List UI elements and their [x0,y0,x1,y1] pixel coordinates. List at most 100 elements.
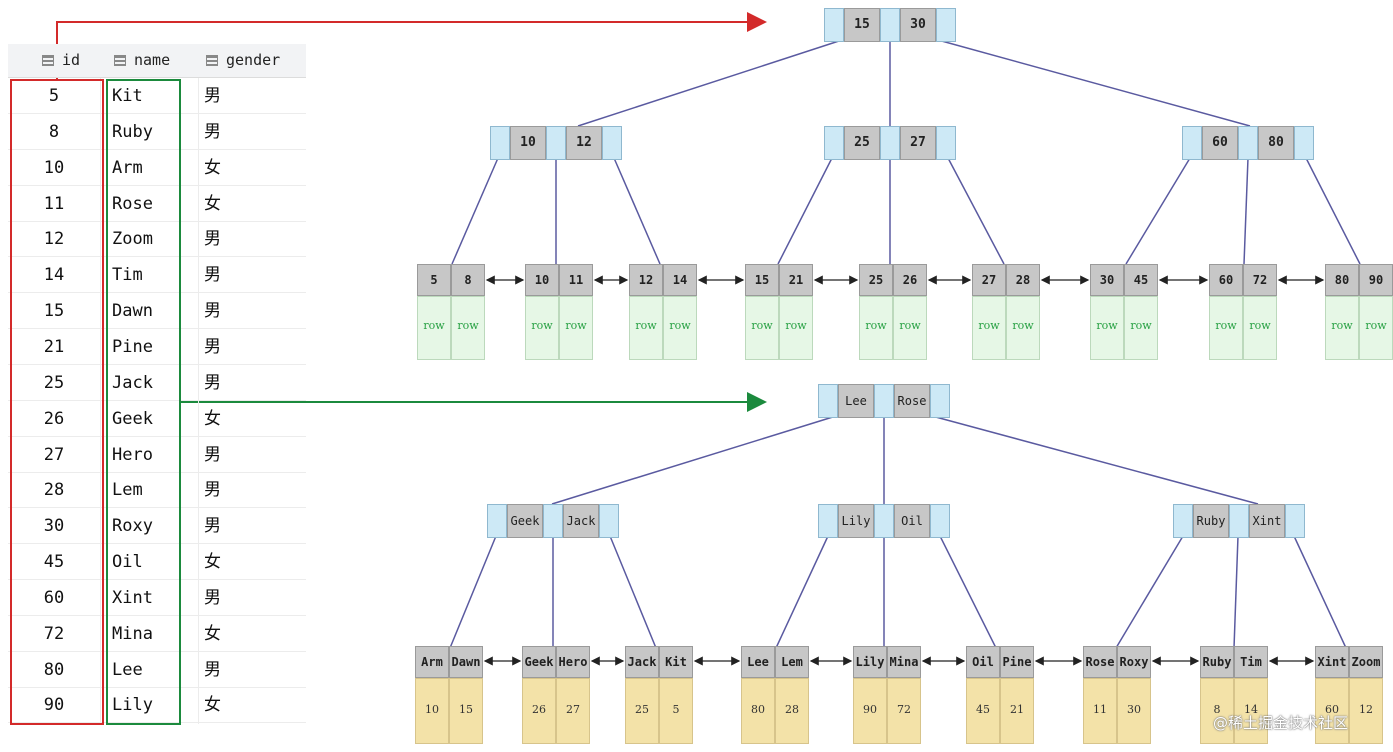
leaf-key: 30 [1090,264,1124,296]
column-header-label: id [62,51,81,69]
cell-gender: 男 [204,336,221,357]
leaf-row-data: row [629,296,663,360]
secondary-internal-node: Lily Oil [818,504,950,538]
leaf-key: 28 [1006,264,1040,296]
cell-gender: 女 [204,157,221,178]
cell-name: Dawn [112,301,153,322]
column-header-gender[interactable]: gender [198,44,306,78]
node-key: 15 [844,8,880,42]
leaf-key: Mina [887,646,921,678]
leaf-primary-key: 5 [659,678,693,744]
leaf-key: Tim [1234,646,1268,678]
cell-name: Lem [112,480,143,501]
cell-name: Kit [112,86,143,106]
node-pointer [874,384,894,418]
cell-gender: 男 [204,121,221,142]
node-pointer [1182,126,1202,160]
leaf-row-data: row [859,296,893,360]
node-pointer [599,504,619,538]
cell-id: 72 [43,623,65,644]
cell-id: 25 [43,372,65,393]
node-pointer [880,126,900,160]
node-key: 80 [1258,126,1294,160]
cell-id: 27 [43,444,65,465]
node-pointer [1285,504,1305,538]
leaf-key: 11 [559,264,593,296]
cell-gender: 女 [204,408,221,429]
node-pointer [930,384,950,418]
cell-id: 14 [43,265,65,286]
node-pointer [880,8,900,42]
leaf-key: 26 [893,264,927,296]
cell-name: Oil [112,552,143,573]
cell-id: 10 [43,157,65,178]
node-key: Lily [838,504,874,538]
cell-name: Zoom [112,229,153,250]
cell-id: 80 [43,659,65,680]
leaf-row-data: row [1359,296,1393,360]
leaf-primary-key: 14 [1234,678,1268,744]
cell-gender: 男 [204,444,221,465]
leaf-key: Roxy [1117,646,1151,678]
table-row[interactable]: 21 Pine 男 [8,329,306,365]
cell-id: 21 [43,336,65,357]
leaf-primary-key: 26 [522,678,556,744]
node-pointer [824,8,844,42]
node-key: Geek [507,504,543,538]
cell-id: 28 [43,480,65,501]
leaf-row-data: row [1243,296,1277,360]
leaf-primary-key: 80 [741,678,775,744]
cell-name: Jack [112,372,153,393]
leaf-key: Dawn [449,646,483,678]
leaf-key: 21 [779,264,813,296]
column-header-name[interactable]: name [100,44,198,78]
node-key: Rose [894,384,930,418]
cell-gender: 男 [204,229,221,250]
leaf-key: 12 [629,264,663,296]
leaf-row-data: row [779,296,813,360]
leaf-row-data: row [972,296,1006,360]
leaf-row-data: row [417,296,451,360]
node-key: Oil [894,504,930,538]
cell-gender: 女 [204,193,221,214]
column-divider [198,78,199,724]
cell-name: Pine [112,336,153,357]
leaf-row-data: row [559,296,593,360]
leaf-row-data: row [663,296,697,360]
column-icon [114,55,126,66]
leaf-row-data: row [1325,296,1359,360]
leaf-primary-key: 15 [449,678,483,744]
leaf-key: Ruby [1200,646,1234,678]
leaf-key: Kit [659,646,693,678]
node-key: 10 [510,126,546,160]
column-header-id[interactable]: id [8,44,100,78]
leaf-key: 15 [745,264,779,296]
leaf-row-data: row [1006,296,1040,360]
leaf-key: 60 [1209,264,1243,296]
node-pointer [818,504,838,538]
cell-name: Mina [112,623,153,644]
leaf-key: Hero [556,646,590,678]
column-header-label: gender [226,51,281,69]
leaf-primary-key: 60 [1315,678,1349,744]
leaf-key: Geek [522,646,556,678]
